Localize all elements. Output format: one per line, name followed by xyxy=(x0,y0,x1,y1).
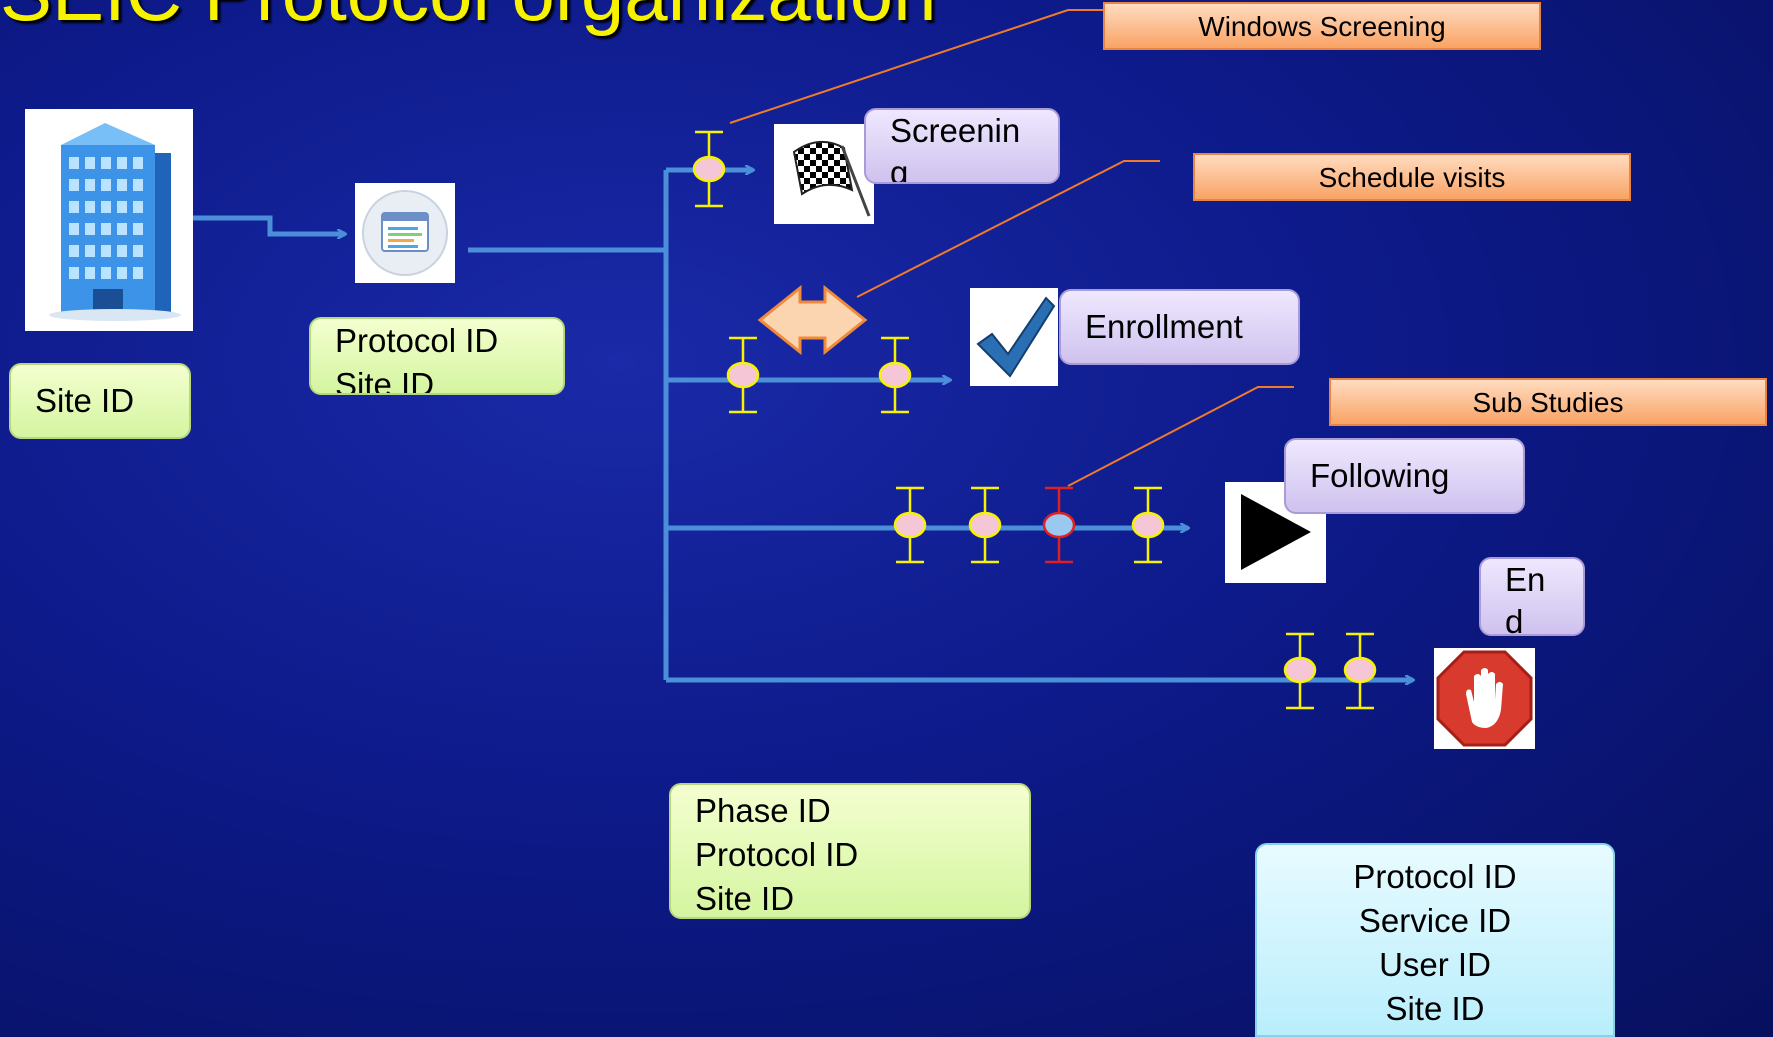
site-id-box: Site ID xyxy=(9,363,191,439)
milestone-marker xyxy=(893,486,927,564)
schedule-visits-callout-line xyxy=(856,160,1160,298)
schedule-double-arrow xyxy=(757,284,868,356)
milestone-marker xyxy=(878,336,912,414)
enrollment-phase-label: Enrollment xyxy=(1059,289,1300,365)
stop-hand-icon xyxy=(1434,648,1535,749)
enrollment-text: Enrollment xyxy=(1085,308,1243,345)
milestone-marker xyxy=(1343,632,1377,710)
windows-screening-text: Windows Screening xyxy=(1198,11,1446,42)
end-text: En d xyxy=(1505,561,1546,636)
office-building-icon xyxy=(25,109,193,331)
sub-study-marker xyxy=(1042,486,1076,564)
checkered-flag-icon xyxy=(774,124,874,224)
checkmark-icon xyxy=(970,288,1058,386)
phase-info-box: Phase ID Protocol ID Site ID xyxy=(669,783,1031,919)
following-text: Following xyxy=(1310,457,1450,494)
protocol-site-box: Protocol ID Site ID xyxy=(309,317,565,395)
protocol-document-icon xyxy=(355,183,455,283)
milestone-marker xyxy=(1131,486,1165,564)
sub-studies-callout-line xyxy=(1067,386,1294,487)
site-id-line: Site ID xyxy=(695,880,795,917)
sub-studies-text: Sub Studies xyxy=(1472,387,1624,418)
site-id-line: Site ID xyxy=(335,366,435,395)
protocol-id-line: Protocol ID xyxy=(335,322,499,359)
milestone-marker xyxy=(968,486,1002,564)
protocol-id-line: Protocol ID xyxy=(1353,858,1517,895)
protocol-id-line: Protocol ID xyxy=(695,836,859,873)
screening-text: Screenin g xyxy=(890,112,1021,184)
user-id-line: User ID xyxy=(1379,946,1491,983)
milestone-marker xyxy=(726,336,760,414)
end-phase-label: En d xyxy=(1479,557,1585,636)
windows-screening-callout-line xyxy=(729,9,1106,124)
sub-studies-callout: Sub Studies xyxy=(1329,378,1767,426)
milestone-marker xyxy=(1283,632,1317,710)
schedule-visits-callout: Schedule visits xyxy=(1193,153,1631,201)
site-to-protocol-connector xyxy=(193,215,345,234)
service-id-line: Service ID xyxy=(1358,902,1512,939)
milestone-marker xyxy=(692,130,726,208)
windows-screening-callout: Windows Screening xyxy=(1103,2,1541,50)
following-phase-label: Following xyxy=(1284,438,1525,514)
site-id-line: Site ID xyxy=(1385,990,1485,1027)
slide-title: SEIC Protocol organization xyxy=(0,0,937,32)
schedule-visits-text: Schedule visits xyxy=(1318,162,1506,193)
service-info-box: Protocol ID Service ID User ID Site ID xyxy=(1255,843,1615,1037)
phase-id-line: Phase ID xyxy=(695,792,831,829)
site-id-label: Site ID xyxy=(35,382,135,419)
screening-phase-label: Screenin g xyxy=(864,108,1060,184)
